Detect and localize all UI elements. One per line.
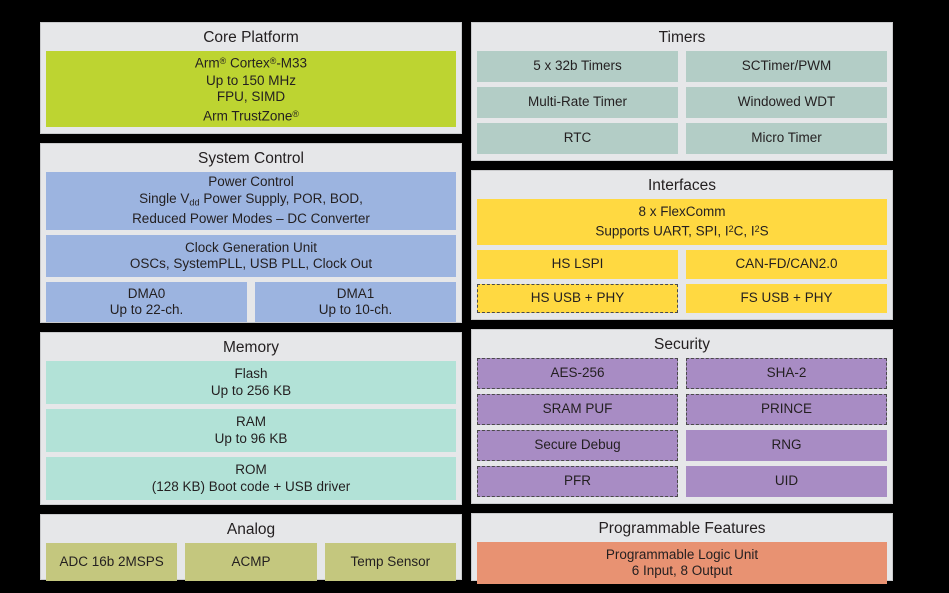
block-temp-sensor[interactable]: Temp Sensor [324,543,456,581]
flexcomm-line-1: 8 x FlexComm [638,204,726,220]
block-arm-cortex-m33[interactable]: Arm® Cortex®-M33 Up to 150 MHz FPU, SIMD… [46,51,456,127]
power-line-1: Power Control [208,174,294,190]
block-aes-256[interactable]: AES-256 [477,358,678,389]
block-multi-rate-timer[interactable]: Multi-Rate Timer [477,87,678,118]
panel-title-core-platform: Core Platform [203,29,299,46]
block-fs-usb-phy[interactable]: FS USB + PHY [686,284,887,313]
timers-row: RTC Micro Timer [477,123,887,154]
block-hs-usb-phy[interactable]: HS USB + PHY [477,284,678,313]
core-platform-rows: Arm® Cortex®-M33 Up to 150 MHz FPU, SIMD… [46,51,456,127]
block-power-control[interactable]: Power Control Single Vdd Power Supply, P… [46,172,456,230]
programmable-rows: Programmable Logic Unit 6 Input, 8 Outpu… [477,542,887,584]
registered-icon: ® [269,56,277,67]
block-dma0[interactable]: DMA0 Up to 22-ch. [46,282,247,322]
panel-analog: Analog ADC 16b 2MSPS ACMP Temp Sensor [40,514,462,581]
system-control-rows: Power Control Single Vdd Power Supply, P… [46,172,456,322]
block-windowed-wdt[interactable]: Windowed WDT [686,87,887,118]
panel-programmable-features: Programmable Features Programmable Logic… [471,513,893,584]
flash-line-2: Up to 256 KB [210,382,292,398]
dma-row: DMA0 Up to 22-ch. DMA1 Up to 10-ch. [46,282,456,322]
core-line-2: Up to 150 MHz [205,72,297,88]
flexcomm-line-2: Supports UART, SPI, I2C, I2S [595,223,769,239]
plu-line-1: Programmable Logic Unit [605,546,759,562]
block-prince[interactable]: PRINCE [686,394,887,425]
power-line-2: Single Vdd Power Supply, POR, BOD, [139,190,363,208]
block-uid[interactable]: UID [686,466,887,497]
block-micro-timer[interactable]: Micro Timer [686,123,887,154]
block-pfr[interactable]: PFR [477,466,678,497]
panel-title-analog: Analog [226,521,276,538]
ram-line-1: RAM [236,414,266,429]
panel-title-memory: Memory [223,339,279,356]
block-rom[interactable]: ROM (128 KB) Boot code + USB driver [46,457,456,500]
panel-title-system-control: System Control [198,150,304,167]
block-sram-puf[interactable]: SRAM PUF [477,394,678,425]
block-sha-2[interactable]: SHA-2 [686,358,887,389]
block-32b-timers[interactable]: 5 x 32b Timers [477,51,678,82]
timers-row: Multi-Rate Timer Windowed WDT [477,87,887,118]
memory-rows: Flash Up to 256 KB RAM Up to 96 KB ROM (… [46,361,456,500]
dma1-line-2: Up to 10-ch. [318,302,393,317]
dma0-line-2: Up to 22-ch. [109,302,184,317]
security-row: SRAM PUF PRINCE [477,394,887,425]
squared-superscript: 2 [728,223,734,234]
block-clock-generation-unit[interactable]: Clock Generation Unit OSCs, SystemPLL, U… [46,235,456,277]
interfaces-rows: 8 x FlexComm Supports UART, SPI, I2C, I2… [477,199,887,313]
registered-icon: ® [219,56,227,67]
panel-title-programmable-features: Programmable Features [598,520,766,537]
core-line-4: Arm TrustZone® [203,108,299,124]
rom-line-1: ROM [235,462,267,477]
dma0-line-1: DMA0 [127,285,166,301]
block-flexcomm[interactable]: 8 x FlexComm Supports UART, SPI, I2C, I2… [477,199,887,245]
timers-row: 5 x 32b Timers SCTimer/PWM [477,51,887,82]
ram-line-2: Up to 96 KB [214,430,288,446]
analog-rows: ADC 16b 2MSPS ACMP Temp Sensor [46,543,456,581]
security-row: PFR UID [477,466,887,497]
power-line-3: Reduced Power Modes – DC Converter [132,211,370,227]
rom-line-2: (128 KB) Boot code + USB driver [151,478,351,494]
dma1-line-1: DMA1 [336,285,375,301]
block-rng[interactable]: RNG [686,430,887,461]
core-line-3: FPU, SIMD [216,89,286,104]
block-secure-debug[interactable]: Secure Debug [477,430,678,461]
vdd-subscript: dd [189,197,200,208]
security-row: AES-256 SHA-2 [477,358,887,389]
security-rows: AES-256 SHA-2 SRAM PUF PRINCE Secure Deb… [477,358,887,497]
block-adc[interactable]: ADC 16b 2MSPS [46,543,178,581]
right-column: Timers 5 x 32b Timers SCTimer/PWM Multi-… [471,22,893,584]
block-programmable-logic-unit[interactable]: Programmable Logic Unit 6 Input, 8 Outpu… [477,542,887,584]
panel-memory: Memory Flash Up to 256 KB RAM Up to 96 K… [40,332,462,505]
block-flash[interactable]: Flash Up to 256 KB [46,361,456,404]
panel-timers: Timers 5 x 32b Timers SCTimer/PWM Multi-… [471,22,893,161]
security-row: Secure Debug RNG [477,430,887,461]
core-line-1: Arm® Cortex®-M33 [194,56,308,71]
panel-title-security: Security [654,336,710,353]
clock-line-2: OSCs, SystemPLL, USB PLL, Clock Out [129,256,373,271]
plu-line-2: 6 Input, 8 Output [631,563,733,578]
panel-title-timers: Timers [658,29,706,46]
block-ram[interactable]: RAM Up to 96 KB [46,409,456,452]
block-dma1[interactable]: DMA1 Up to 10-ch. [255,282,456,322]
panel-system-control: System Control Power Control Single Vdd … [40,143,462,323]
panel-core-platform: Core Platform Arm® Cortex®-M33 Up to 150… [40,22,462,134]
flash-line-1: Flash [234,366,268,381]
block-acmp[interactable]: ACMP [185,543,317,581]
panel-interfaces: Interfaces 8 x FlexComm Supports UART, S… [471,170,893,320]
clock-line-1: Clock Generation Unit [184,239,318,255]
squared-superscript: 2 [754,223,760,234]
block-rtc[interactable]: RTC [477,123,678,154]
interfaces-row: HS USB + PHY FS USB + PHY [477,284,887,313]
block-can-fd[interactable]: CAN-FD/CAN2.0 [686,250,887,279]
registered-icon: ® [292,108,299,119]
timers-rows: 5 x 32b Timers SCTimer/PWM Multi-Rate Ti… [477,51,887,154]
panel-title-interfaces: Interfaces [647,177,717,194]
left-column: Core Platform Arm® Cortex®-M33 Up to 150… [40,22,462,581]
panel-security: Security AES-256 SHA-2 SRAM PUF PRINCE S… [471,329,893,504]
block-sctimer-pwm[interactable]: SCTimer/PWM [686,51,887,82]
block-hs-lspi[interactable]: HS LSPI [477,250,678,279]
interfaces-row: HS LSPI CAN-FD/CAN2.0 [477,250,887,279]
